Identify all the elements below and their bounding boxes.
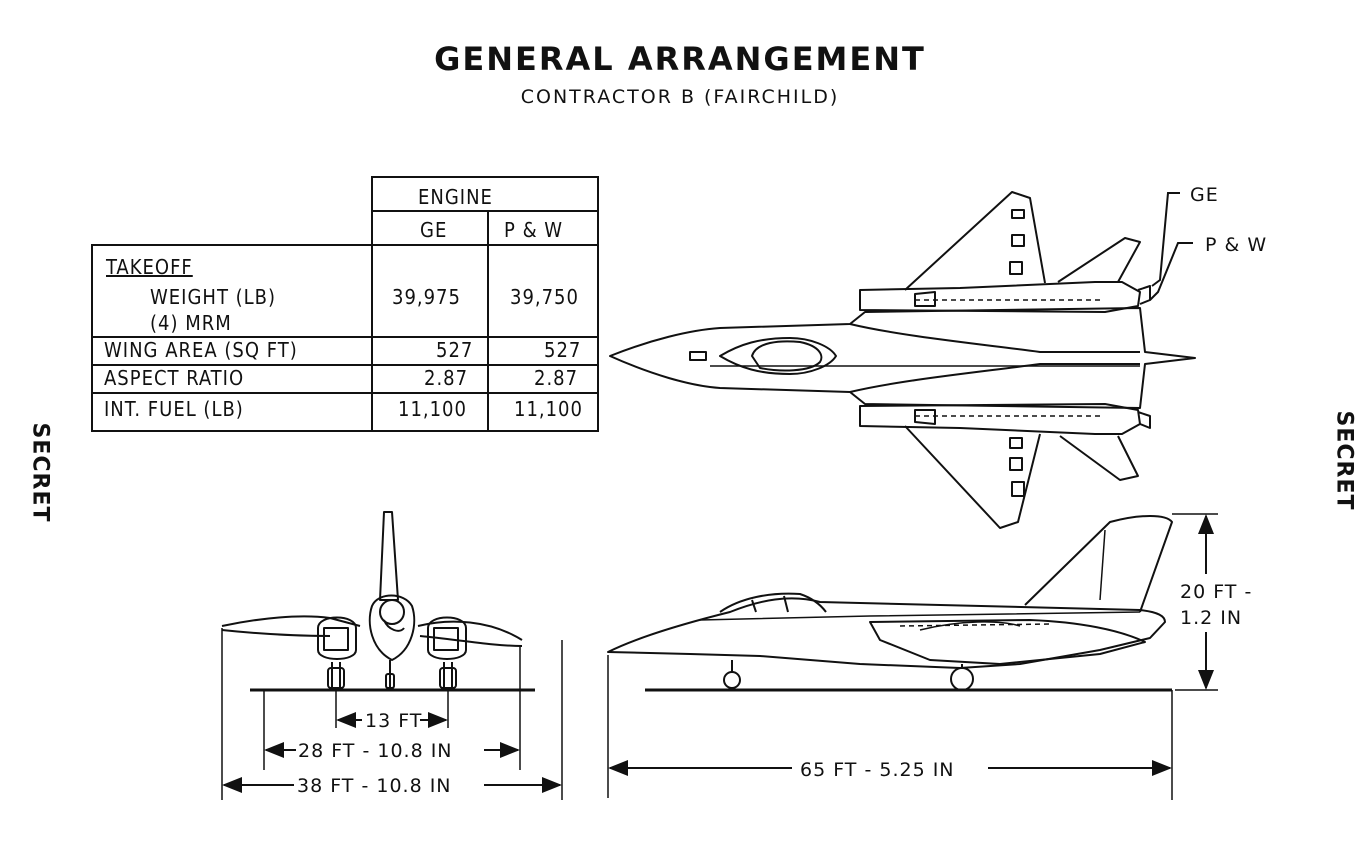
wing-area-pw-value: 527 (544, 338, 582, 362)
front-view-dimensions (221, 628, 563, 800)
row-takeoff-label-3: (4) MRM (150, 311, 232, 335)
ge-callout-label: GE (1190, 184, 1219, 206)
int-fuel-pw-value: 11,100 (514, 397, 583, 421)
row-int-fuel-label: INT. FUEL (LB) (104, 397, 244, 421)
height-dimension-line1: 20 FT - (1180, 581, 1252, 603)
track-dimension: 13 FT (365, 710, 422, 732)
wing-area-ge-value: 527 (436, 338, 474, 362)
spec-table: ENGINE GE P & W TAKEOFF WEIGHT (LB) (4) … (90, 175, 600, 433)
side-view-dimensions (607, 513, 1218, 800)
aspect-ratio-pw-value: 2.87 (534, 366, 579, 390)
aspect-ratio-ge-value: 2.87 (424, 366, 469, 390)
spec-table-grid (91, 176, 599, 432)
pw-callout-label: P & W (1205, 234, 1267, 256)
column-ge: GE (420, 218, 448, 242)
page-title: GENERAL ARRANGEMENT (434, 40, 926, 78)
side-view-aircraft (607, 515, 1173, 692)
page-subtitle: CONTRACTOR B (FAIRCHILD) (520, 86, 840, 108)
plan-view-aircraft (609, 191, 1196, 529)
engine-callout-leaders (1149, 192, 1193, 301)
takeoff-ge-value: 39,975 (392, 285, 461, 309)
span-narrow-dimension: 28 FT - 10.8 IN (298, 740, 453, 762)
takeoff-pw-value: 39,750 (510, 285, 579, 309)
length-dimension: 65 FT - 5.25 IN (800, 759, 955, 781)
row-takeoff-label-2: WEIGHT (LB) (150, 285, 277, 309)
row-aspect-ratio-label: ASPECT RATIO (104, 366, 245, 390)
row-wing-area-label: WING AREA (SQ FT) (104, 338, 298, 362)
row-takeoff-label-1: TAKEOFF (106, 255, 193, 279)
front-view-aircraft (221, 511, 535, 692)
int-fuel-ge-value: 11,100 (398, 397, 467, 421)
column-pw: P & W (504, 218, 564, 242)
height-dimension-line2: 1.2 IN (1180, 607, 1242, 629)
span-full-dimension: 38 FT - 10.8 IN (297, 775, 452, 797)
engine-group-header: ENGINE (418, 185, 493, 209)
